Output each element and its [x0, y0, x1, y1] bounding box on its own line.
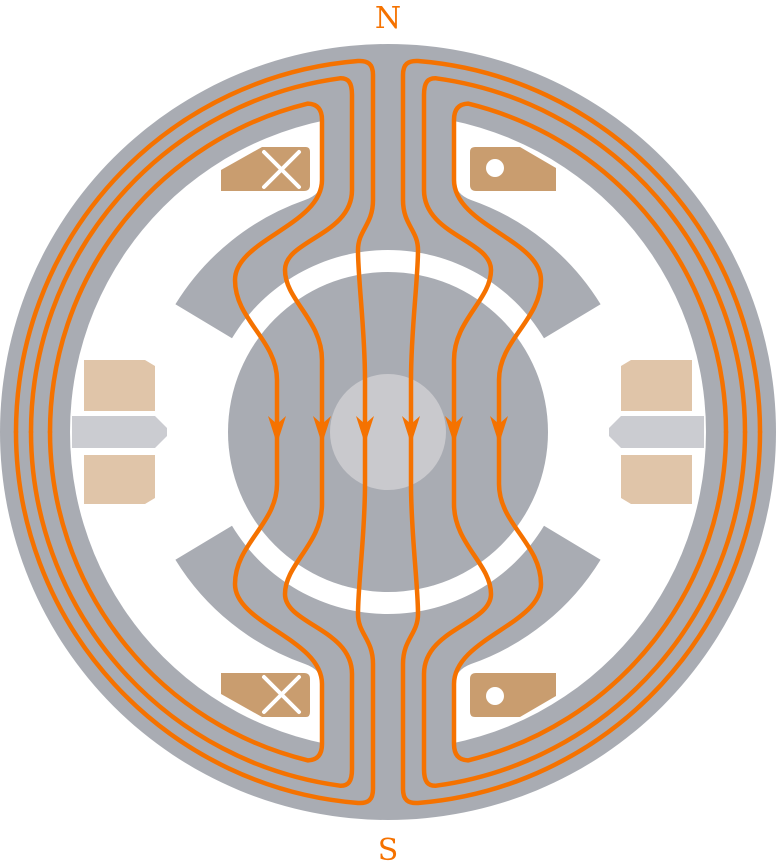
left-brush [72, 360, 167, 504]
right-brush [609, 360, 704, 504]
rotor-hub [330, 374, 446, 490]
rotor [228, 272, 548, 592]
north-label: N [375, 1, 401, 36]
south-label: S [378, 833, 399, 864]
